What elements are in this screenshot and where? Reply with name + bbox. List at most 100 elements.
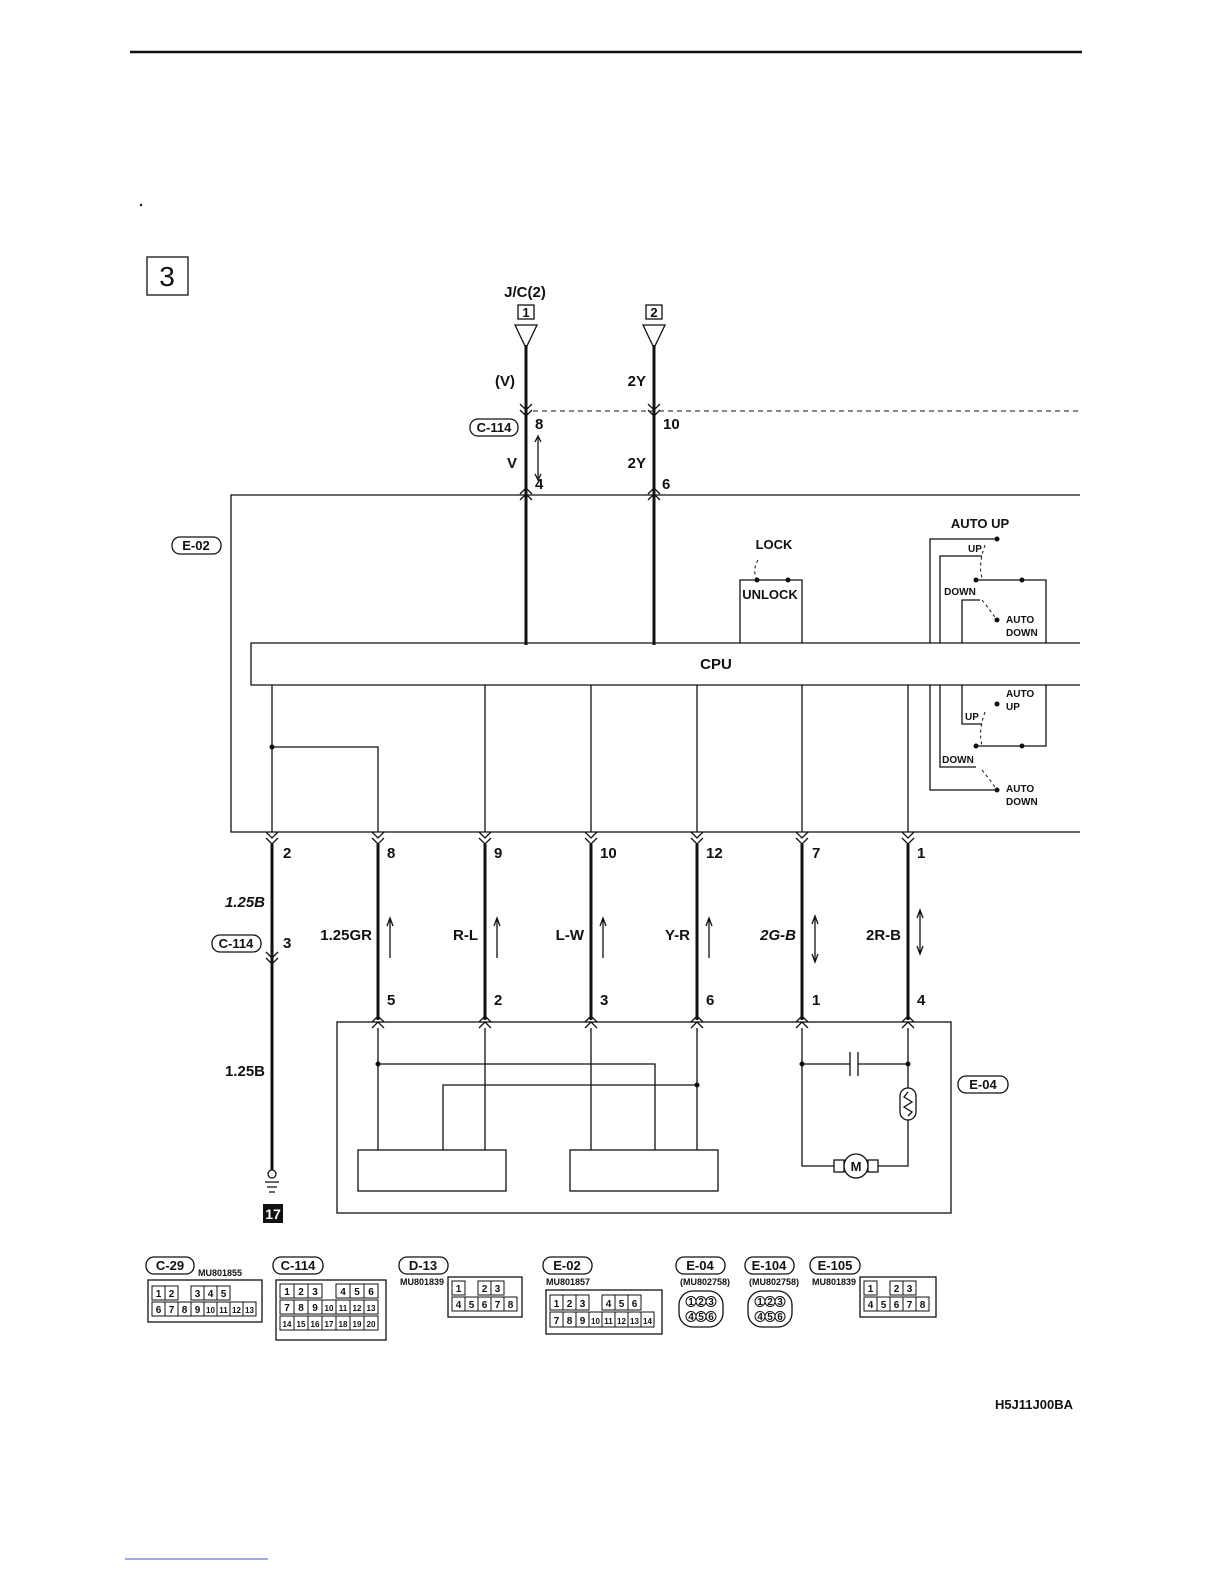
connector-label-c114-top: C-114 <box>477 420 512 435</box>
lower-switch-up-wire <box>961 685 982 725</box>
section-number-box <box>146 256 189 296</box>
legend-pin-label: 11 <box>339 1304 348 1313</box>
lock-switch-frame <box>739 579 803 643</box>
lower-switch-down-wire <box>939 685 976 768</box>
legend-pin-label: 6 <box>894 1300 900 1311</box>
internal-wire-8 <box>272 746 379 832</box>
pin-e04-6: 6 <box>706 992 714 1009</box>
legend-pin-label: 1 <box>456 1284 462 1295</box>
legend-pin-cell <box>242 1301 257 1317</box>
upper-junction-dot <box>1019 577 1025 583</box>
e04-wire-6-crossover <box>442 1084 697 1150</box>
wire-label-l-w: L-W <box>556 927 585 944</box>
legend-pin-label: 5 <box>619 1299 625 1310</box>
chevron-c114-2y <box>647 403 661 417</box>
wire-label-y-r: Y-R <box>665 927 690 944</box>
pin-e04-1: 1 <box>812 992 820 1009</box>
legend-pin-label: 7 <box>284 1303 290 1314</box>
legend-pin-label: 7 <box>907 1300 913 1311</box>
legend-pin-label: 13 <box>245 1306 254 1315</box>
legend-pin-label: 5 <box>881 1300 887 1311</box>
legend-c29-badge <box>145 1256 195 1275</box>
pin-c114-3: 3 <box>283 935 291 952</box>
motor-label: M <box>851 1159 862 1174</box>
legend-pin-label: 6 <box>368 1287 374 1298</box>
pin-e02-6: 6 <box>662 476 670 493</box>
legend-pin-label: 2 <box>482 1284 488 1295</box>
upper-switch-outer <box>929 538 997 643</box>
legend-e105-id: E-105 <box>818 1258 853 1273</box>
junction-arrow-1 <box>513 324 539 350</box>
lower-auto-up-contact <box>994 701 1000 707</box>
legend-pin-cell <box>307 1283 323 1299</box>
legend-pin-label: 4 <box>340 1287 346 1298</box>
upper-down-contact <box>973 577 979 583</box>
lower-autodown-dashed <box>981 769 998 791</box>
pin-e02-9: 9 <box>494 845 502 862</box>
wire-label-2y-upper: 2Y <box>628 373 646 390</box>
legend-pin-cell <box>490 1280 505 1296</box>
legend-e02-body <box>545 1289 663 1335</box>
legend-e105-part: MU801839 <box>812 1277 856 1287</box>
motor-wire-1 <box>801 1028 834 1167</box>
lower-switch-dashed <box>980 711 986 746</box>
legend-pin-label: 4 <box>868 1300 874 1311</box>
legend-pin-label: 3 <box>312 1287 318 1298</box>
legend-pin-label: 7 <box>169 1305 175 1316</box>
upper-switch-autodown-wire <box>961 599 980 643</box>
junction-label: J/C(2) <box>504 284 546 301</box>
lower-switch-outer <box>929 685 998 791</box>
dot-mark <box>139 203 143 207</box>
legend-pin-label: 6 <box>156 1305 162 1316</box>
legend-pin-label: 8 <box>508 1300 514 1311</box>
legend-e04-part: (MU802758) <box>680 1277 730 1287</box>
ground-point-number: 17 <box>265 1206 281 1222</box>
legend-pin-label: 2 <box>894 1284 900 1295</box>
e02-module-outline <box>230 494 1080 833</box>
junction-terminal-1-box <box>517 304 535 320</box>
legend-c114-body <box>275 1279 387 1341</box>
switch-label-up-1: UP <box>968 544 982 555</box>
legend-e105-badge <box>809 1256 861 1275</box>
upper-autodown-dashed <box>981 599 998 621</box>
legend-pin-cell <box>902 1280 917 1296</box>
pin-e04-3: 3 <box>600 992 608 1009</box>
legend-e04-badge <box>675 1256 726 1275</box>
section-number: 3 <box>159 261 175 292</box>
legend-pin-label: 8 <box>298 1303 304 1314</box>
legend-pin-cell <box>705 1311 717 1322</box>
junction-terminal-2-box <box>645 304 663 320</box>
legend-pin-label: 1 <box>688 1297 694 1308</box>
pin-e02-1: 1 <box>917 845 925 862</box>
legend-pin-label: 15 <box>297 1320 306 1329</box>
connector-badge-e02 <box>171 536 222 555</box>
switch-label-unlock: UNLOCK <box>742 587 798 602</box>
legend-pin-cell <box>363 1315 379 1331</box>
lower-junction-dot <box>1019 743 1025 749</box>
legend-pin-cell <box>503 1296 518 1312</box>
chevron-c114-v <box>519 403 533 417</box>
pin-c114-10: 10 <box>663 416 680 433</box>
legend-pin-cell <box>705 1296 717 1307</box>
legend-e04-body <box>678 1290 724 1328</box>
lock-dashed-link <box>754 559 759 581</box>
legend-pin-label: 6 <box>482 1300 488 1311</box>
legend-pin-label: 2 <box>698 1297 704 1308</box>
connector-badge-c114-ground <box>211 934 262 953</box>
legend-pin-label: 4 <box>208 1289 214 1300</box>
junction-terminal-2: 2 <box>650 305 657 320</box>
legend-pin-label: 19 <box>353 1320 362 1329</box>
legend-pin-label: 8 <box>567 1316 573 1327</box>
arrow-v-heads <box>534 434 542 482</box>
legend-pin-label: 6 <box>708 1312 714 1323</box>
legend-pin-label: 1 <box>757 1297 763 1308</box>
pin-e04-2: 2 <box>494 992 502 1009</box>
unlock-contact <box>785 577 791 583</box>
wire-label-2r-b: 2R-B <box>866 927 901 944</box>
legend-e02-part: MU801857 <box>546 1277 590 1287</box>
legend-d13-badge <box>398 1256 449 1275</box>
legend-pin-cell <box>363 1299 379 1315</box>
legend-pin-label: 3 <box>580 1299 586 1310</box>
legend-pin-label: 3 <box>777 1297 783 1308</box>
